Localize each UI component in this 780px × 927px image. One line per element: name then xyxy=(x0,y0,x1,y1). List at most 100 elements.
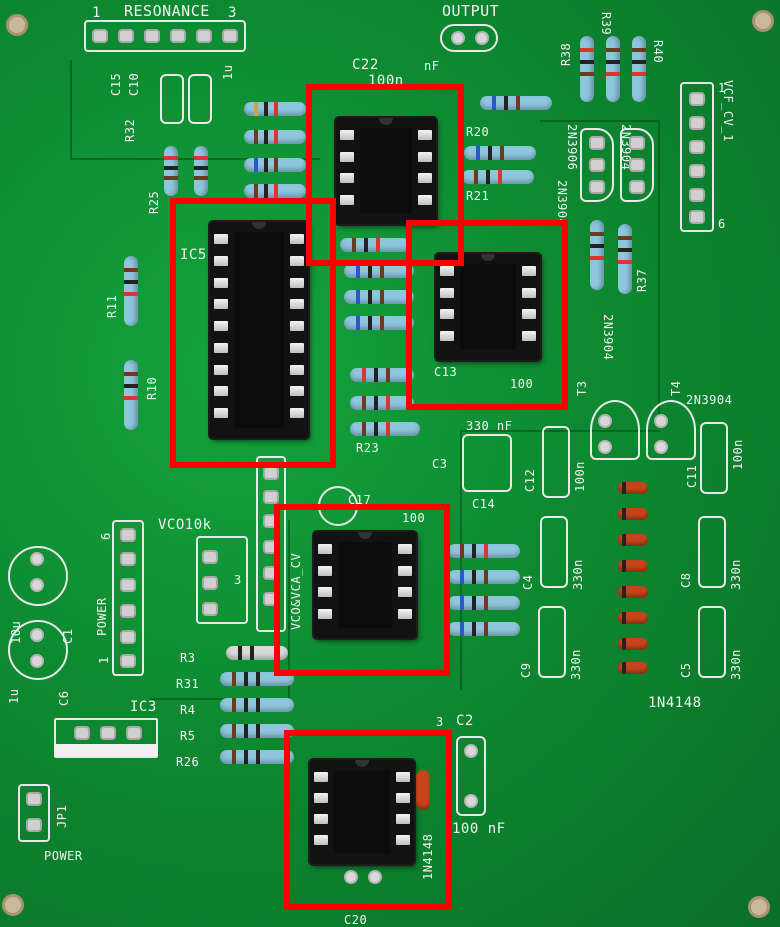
pad xyxy=(120,604,136,618)
label-r39: R39 xyxy=(599,12,613,36)
pad xyxy=(120,552,136,566)
pad xyxy=(92,29,108,43)
pad xyxy=(475,31,489,45)
chip-pin xyxy=(440,309,454,319)
chip-pin xyxy=(440,266,454,276)
label-c3: C3 xyxy=(432,457,448,471)
trace xyxy=(460,430,660,690)
label-r38: R38 xyxy=(559,42,573,66)
capacitor-c15 xyxy=(160,74,184,124)
pad xyxy=(689,116,705,130)
ic-right-middle xyxy=(436,254,540,360)
pad xyxy=(120,630,136,644)
pad xyxy=(464,744,478,758)
chip-pin xyxy=(398,608,412,619)
chip-pin xyxy=(340,194,354,205)
diode-vertical xyxy=(416,770,430,810)
pad xyxy=(689,140,705,154)
chip-pin xyxy=(396,835,410,845)
mounting-hole-top-left xyxy=(6,14,28,36)
mounting-hole-top-right xyxy=(752,10,774,32)
chip-pin xyxy=(340,130,354,140)
diode xyxy=(618,662,648,674)
label-c20: C20 xyxy=(344,913,368,927)
label-nf: nF xyxy=(424,59,440,73)
label-c12: C12 xyxy=(523,468,537,492)
label-c14: C14 xyxy=(472,497,496,511)
chip-pin xyxy=(318,587,332,597)
label-c4: C4 xyxy=(521,574,535,590)
label-c12-value: 100n xyxy=(573,461,587,492)
chip-body xyxy=(460,264,516,350)
chip-pin xyxy=(214,386,228,397)
resistor xyxy=(448,544,520,558)
ic3-tab xyxy=(54,744,158,756)
pad xyxy=(202,576,218,590)
chip-pin xyxy=(418,130,432,140)
resistor xyxy=(462,170,534,184)
chip-pin xyxy=(340,151,354,162)
resistor-r3 xyxy=(226,646,288,660)
chip-pin xyxy=(398,565,412,576)
capacitor-c9 xyxy=(538,606,566,678)
ic-top-center xyxy=(336,118,436,224)
label-val-330n-c: 330n xyxy=(569,649,583,680)
highlight-box-ic5 xyxy=(170,198,336,468)
trace xyxy=(150,520,290,700)
chip-pin xyxy=(522,266,536,276)
resistor-r11 xyxy=(124,256,138,326)
label-c11: C11 xyxy=(685,464,699,488)
power-header xyxy=(112,520,144,676)
chip-pin xyxy=(290,408,304,419)
pad xyxy=(654,414,668,428)
label-num1: 1 xyxy=(92,5,101,21)
label-power: POWER xyxy=(95,597,109,636)
diode xyxy=(618,586,648,598)
label-t4: T4 xyxy=(669,380,683,396)
mounting-hole-bottom-left xyxy=(2,894,24,916)
chip-body xyxy=(360,128,412,214)
label-num6-power: 6 xyxy=(99,532,113,540)
label-2n3906: 2N3906 xyxy=(565,124,579,171)
diode xyxy=(618,638,648,650)
label-output: OUTPUT xyxy=(442,2,500,20)
label-num1-vcf: 1 xyxy=(718,81,726,95)
label-ic3: IC3 xyxy=(130,699,157,715)
resistor xyxy=(244,158,306,172)
label-num3-bottom: 3 xyxy=(436,715,444,729)
ic5-chip xyxy=(210,222,308,438)
label-c10: C10 xyxy=(127,72,141,96)
label-1n4148-a: 1N4148 xyxy=(648,695,702,711)
pad xyxy=(120,578,136,592)
pad xyxy=(100,726,116,740)
resistor-r25 xyxy=(164,146,178,196)
pad xyxy=(464,794,478,808)
pad xyxy=(196,29,212,43)
label-r5: R5 xyxy=(180,729,196,743)
capacitor-c4 xyxy=(540,516,568,588)
highlight-box-top-center xyxy=(306,84,464,266)
chip-pin xyxy=(396,814,410,824)
chip-pin xyxy=(290,364,304,375)
chip-pin xyxy=(290,255,304,266)
pad xyxy=(170,29,186,43)
pad xyxy=(598,440,612,454)
capacitor-c6 xyxy=(8,620,68,680)
label-c15: C15 xyxy=(109,72,123,96)
chip-pin xyxy=(290,342,304,353)
resistor xyxy=(350,368,414,382)
mounting-hole-bottom-right xyxy=(748,896,770,918)
transistor-2n3904-a xyxy=(620,128,654,202)
pad xyxy=(654,440,668,454)
chip-pin xyxy=(398,544,412,554)
pad xyxy=(30,578,44,592)
pad xyxy=(144,29,160,43)
pad xyxy=(598,414,612,428)
label-val-330n-b: 330n xyxy=(729,559,743,590)
chip-pin xyxy=(440,330,454,341)
label-c6: C6 xyxy=(57,690,71,706)
chip-pin xyxy=(522,309,536,319)
resistor xyxy=(244,102,306,116)
resistor xyxy=(344,290,414,304)
